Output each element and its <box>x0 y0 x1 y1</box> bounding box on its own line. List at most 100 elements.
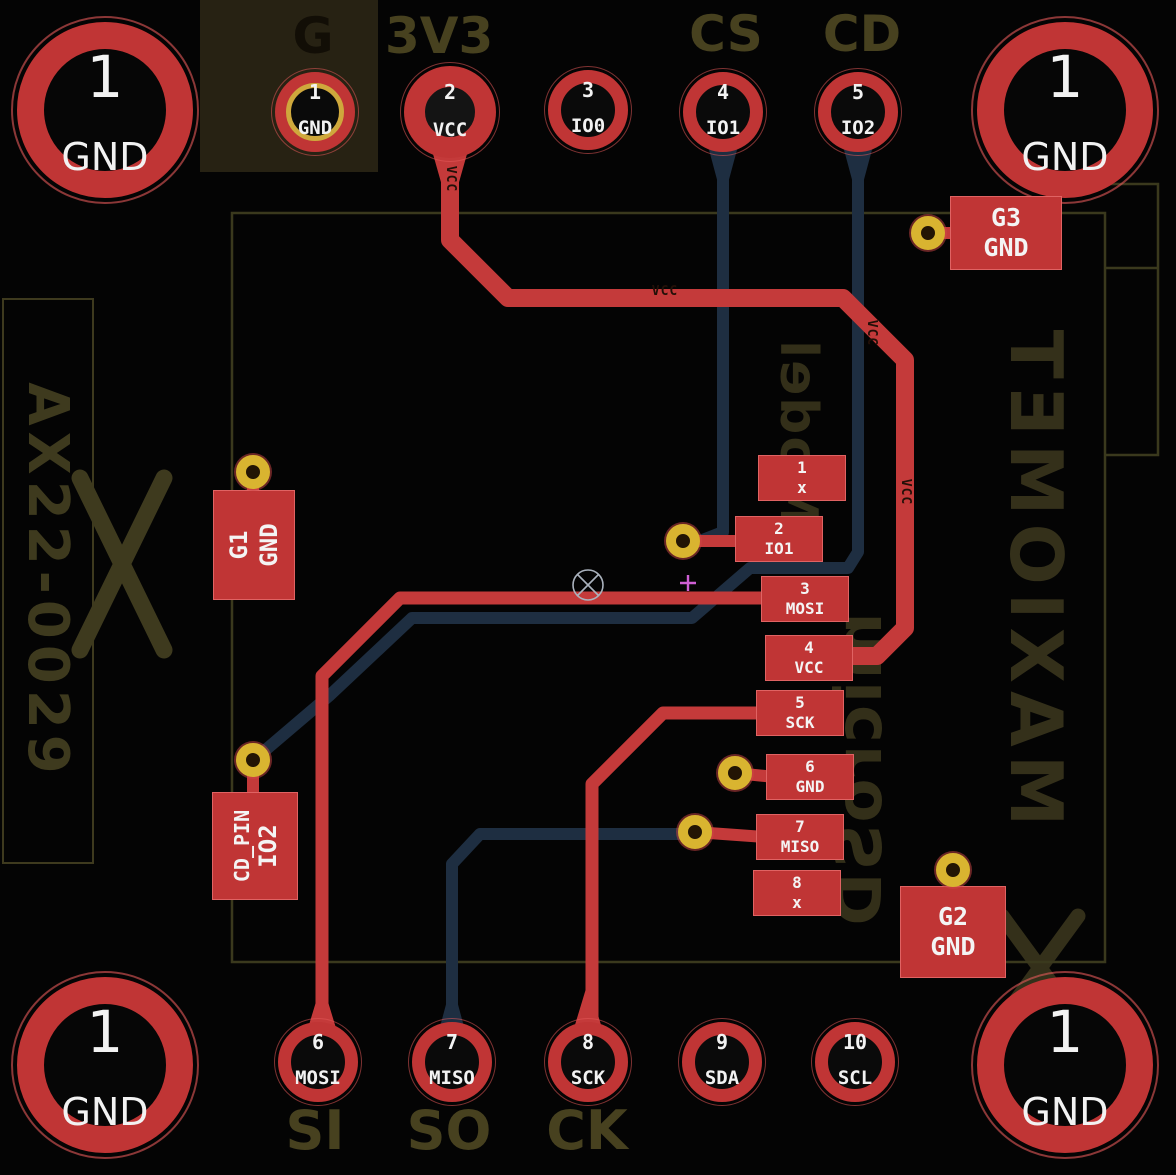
pad-2-vcc[interactable]: 2 VCC <box>400 62 500 162</box>
silk-label-so: SO <box>406 1099 492 1162</box>
pad-number: 1 <box>1046 43 1084 111</box>
trace-cs-io1[interactable] <box>666 139 729 547</box>
silk-label-cd: CD <box>822 5 902 63</box>
via-io1[interactable] <box>666 524 700 558</box>
silk-label-si: SI <box>285 1099 345 1162</box>
pad-4-io1[interactable]: 4 IO1 <box>679 68 767 156</box>
pad-number: 3 <box>800 579 810 598</box>
smd-pad-2[interactable]: 2 IO1 <box>735 516 823 562</box>
pad-net: MOSI <box>295 1067 341 1089</box>
net-label-vcc-3: VCC <box>864 319 879 347</box>
via-cdpin[interactable] <box>236 743 270 777</box>
pad-3-io0[interactable]: 3 IO0 <box>544 66 632 154</box>
teardrop-io2 <box>843 146 873 202</box>
pad-number: 2 <box>774 519 784 538</box>
footprint-anchor-icon <box>572 569 604 601</box>
pad-number: 2 <box>443 80 457 104</box>
pad-net: IO0 <box>570 115 606 137</box>
pad-7-miso[interactable]: 7 MISO <box>408 1018 496 1106</box>
smd-pad-4[interactable]: 4 VCC <box>765 635 853 681</box>
smd-pad-8[interactable]: 8 x <box>753 870 841 916</box>
smd-pad-1[interactable]: 1 x <box>758 455 846 501</box>
pad-net: SDA <box>704 1067 740 1089</box>
net-label-vcc-1: VCC <box>443 165 458 193</box>
via-miso[interactable] <box>678 815 712 849</box>
pad-net: GND <box>61 1090 149 1134</box>
pad-cdpin-io2[interactable]: CD_PIN IO2 <box>212 792 298 900</box>
pad-gnd-bottom-left[interactable]: 1 GND <box>11 971 199 1159</box>
pad-1-gnd[interactable]: 1 GND <box>271 68 359 156</box>
pad-net: GND <box>1021 135 1109 179</box>
pad-8-sck[interactable]: 8 SCK <box>544 1018 632 1106</box>
silk-label-cs: CS <box>689 5 763 63</box>
pad-net: IO2 <box>840 117 876 139</box>
trace-mosi[interactable] <box>315 591 787 1047</box>
pad-g1-gnd[interactable]: G1 GND <box>213 490 295 600</box>
pad-gnd-top-right[interactable]: 1 GND <box>971 16 1159 204</box>
pad-number: 7 <box>795 817 805 836</box>
trace-sck[interactable] <box>585 706 782 1047</box>
via-g1[interactable] <box>236 455 270 489</box>
pad-number: 4 <box>716 80 730 104</box>
pad-number: 7 <box>445 1030 459 1054</box>
trace-miso[interactable] <box>446 828 694 1046</box>
pad-10-scl[interactable]: 10 SCL <box>811 1018 899 1106</box>
via-gnd[interactable] <box>718 756 752 790</box>
trace-vcc[interactable] <box>441 109 914 665</box>
pad-net: MISO <box>429 1067 475 1089</box>
pad-net: GND <box>795 777 825 796</box>
smd-pad-3[interactable]: 3 MOSI <box>761 576 849 622</box>
pad-gnd-bottom-right[interactable]: 1 GND <box>971 971 1159 1159</box>
pad-net: GND <box>61 135 149 179</box>
pad-number: 6 <box>805 757 815 776</box>
origin-cross-icon <box>680 575 696 591</box>
pad-9-sda[interactable]: 9 SDA <box>678 1018 766 1106</box>
pad-net: GND <box>1021 1090 1109 1134</box>
pad-gnd-top-left[interactable]: 1 GND <box>11 16 199 204</box>
pad-net: GND <box>297 117 333 139</box>
pad-ref: G2 <box>937 902 969 931</box>
pad-g2-gnd[interactable]: G2 GND <box>900 886 1006 978</box>
pad-net: MOSI <box>785 599 825 618</box>
smd-pad-5[interactable]: 5 SCK <box>756 690 844 736</box>
pad-ref: G1 <box>225 530 253 560</box>
pad-ref: CD_PIN <box>230 809 254 883</box>
pad-ref: G3 <box>990 203 1022 232</box>
silk-label-g: G <box>292 7 334 65</box>
pad-net: MISO <box>780 837 820 856</box>
pad-net: VCC <box>794 658 824 677</box>
net-label-vcc-4: VCC <box>898 478 913 506</box>
pad-net: IO1 <box>764 539 794 558</box>
silk-label-3v3: 3V3 <box>385 7 494 65</box>
pad-5-io2[interactable]: 5 IO2 <box>814 68 902 156</box>
net-label-vcc-2: VCC <box>651 284 679 299</box>
via-g2[interactable] <box>936 853 970 887</box>
via-g3[interactable] <box>911 216 945 250</box>
pad-g3-gnd[interactable]: G3 GND <box>950 196 1062 270</box>
pad-6-mosi[interactable]: 6 MOSI <box>274 1018 362 1106</box>
pad-number: 1 <box>86 998 124 1066</box>
pad-net: GND <box>930 932 976 961</box>
pad-number: 3 <box>581 78 595 102</box>
pad-net: IO1 <box>705 117 741 139</box>
pad-net: SCK <box>570 1067 606 1089</box>
teardrop-vcc <box>431 147 469 214</box>
pad-net: x <box>797 478 807 497</box>
plated-ring <box>286 83 344 141</box>
pad-net: VCC <box>432 119 468 141</box>
silk-label-ck: CK <box>546 1099 628 1162</box>
pad-number: 9 <box>715 1030 729 1054</box>
pad-number: 5 <box>851 80 865 104</box>
pad-number: 10 <box>842 1030 868 1054</box>
smd-pad-6[interactable]: 6 GND <box>766 754 854 800</box>
pad-number: 1 <box>86 43 124 111</box>
pad-net: x <box>792 893 802 912</box>
pad-number: 1 <box>1046 998 1084 1066</box>
pad-number: 6 <box>311 1030 325 1054</box>
pad-number: 1 <box>797 458 807 477</box>
pad-number: 5 <box>795 693 805 712</box>
smd-pad-7[interactable]: 7 MISO <box>756 814 844 860</box>
pad-net: SCL <box>837 1067 873 1089</box>
